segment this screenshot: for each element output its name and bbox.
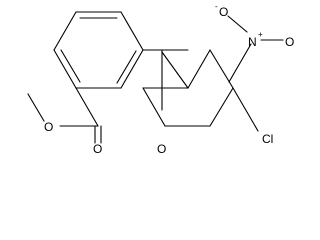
chemical-structure: O O O O - N + O Cl <box>27 2 294 156</box>
ketone-bond <box>161 51 189 89</box>
nitro-oxygen-charge: - <box>215 2 218 11</box>
ester-oxygen-label: O <box>44 120 53 134</box>
ring1-bond <box>53 49 77 89</box>
ring1-bond <box>60 49 81 83</box>
ring2-bond <box>142 87 166 127</box>
atom-labels: O O O O - N + O Cl <box>44 2 294 156</box>
ester-carbonyl-oxygen-label: O <box>93 142 102 156</box>
nitro-bond <box>227 15 248 33</box>
nitro-double-oxygen-label: O <box>285 35 294 49</box>
ester-bond <box>27 93 45 122</box>
ring2-bond <box>209 49 234 89</box>
chlorine-bond <box>232 87 259 132</box>
bonds <box>27 11 284 144</box>
nitro-nitrogen-label: N <box>248 35 257 49</box>
ester-bond <box>75 87 99 127</box>
ring1-bond <box>116 50 137 84</box>
ring1-bond <box>53 11 77 51</box>
chlorine-label: Cl <box>262 132 273 146</box>
nitro-oxygen-label: O <box>219 5 228 19</box>
ring2-bond <box>209 87 234 127</box>
nitro-bond <box>228 43 252 83</box>
ring1-bond <box>120 11 144 51</box>
ketone-oxygen-label: O <box>157 142 166 156</box>
ring2-bond <box>187 49 211 89</box>
ring1-bond <box>120 49 144 89</box>
nitro-nitrogen-charge: + <box>258 30 263 39</box>
